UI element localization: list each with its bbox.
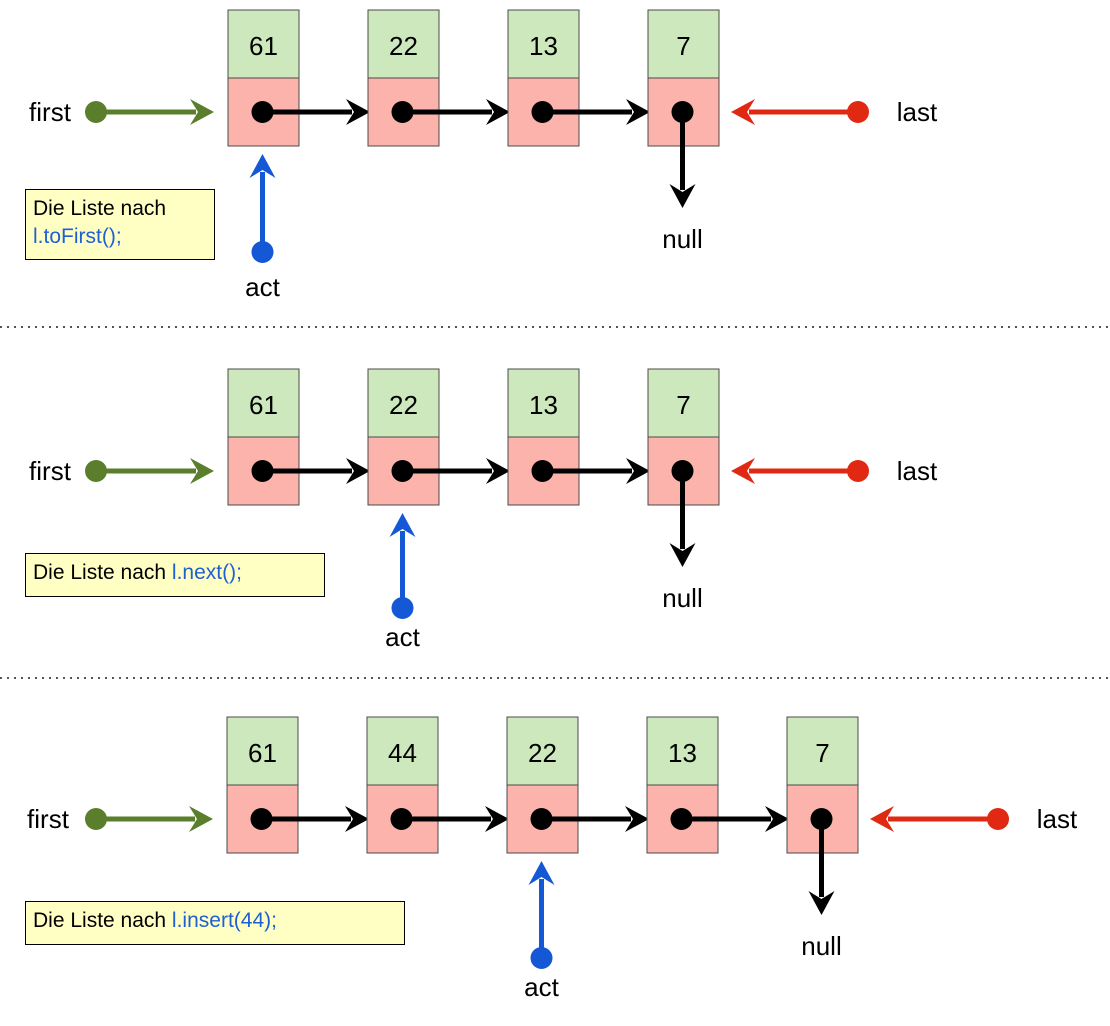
panel-2-first-arrow xyxy=(96,458,214,484)
panel-3-next-dot-2 xyxy=(530,808,553,830)
panel-1-last-arrow xyxy=(731,99,858,125)
panel-3-next-dot-3 xyxy=(670,808,693,830)
panel-1-next-dot-2 xyxy=(531,101,554,123)
panel-3-next-arrow-1 xyxy=(401,806,509,832)
panel-2-null-label: null xyxy=(662,583,702,613)
panel-1-act-arrow xyxy=(249,154,276,252)
note-2-code: l.next(); xyxy=(171,561,242,584)
panel-1-next-arrow-0 xyxy=(262,99,370,125)
panel-3-next-arrow-3 xyxy=(681,806,789,832)
panel-2-next-dot-1 xyxy=(391,460,414,482)
panel-2-next-dot-2 xyxy=(531,460,554,482)
panel-2-act-label: act xyxy=(385,622,420,652)
panel-3-null-arrow xyxy=(808,819,835,915)
note-3-prefix: Die Liste nach xyxy=(33,909,167,932)
panel-1-act-label: act xyxy=(245,272,280,302)
panel-2-null-arrow xyxy=(669,471,696,567)
panel-3-next-arrow-2 xyxy=(541,806,649,832)
panel-3-null-label: null xyxy=(801,931,841,961)
panel-2-first-label: first xyxy=(29,456,72,486)
panel-3-first-arrow xyxy=(96,806,213,832)
panel-3-next-dot-1 xyxy=(390,808,413,830)
panel-3-act-arrow xyxy=(528,861,555,958)
panel-1-null-dot xyxy=(671,101,694,123)
panel-1-node-3-value: 7 xyxy=(676,31,690,61)
panel-2-node-1-value-cell xyxy=(367,368,440,438)
panel-2-node-3-value: 7 xyxy=(676,390,690,420)
panel-3-next-arrow-0 xyxy=(261,806,369,832)
panel-3-first-label: first xyxy=(27,804,70,834)
panel-1-next-dot-1 xyxy=(391,101,414,123)
panel-2-node-0-value-cell xyxy=(227,368,300,438)
panel-1-node-2-value: 13 xyxy=(529,31,558,61)
panel-1-first-label: first xyxy=(29,97,72,127)
panel-2-next-arrow-1 xyxy=(402,458,510,484)
panel-3-null-dot xyxy=(810,808,833,830)
note-3-code: l.insert(44); xyxy=(171,909,277,932)
panel-3-node-4-value-cell xyxy=(786,716,859,786)
panel-1-node-3-value-cell xyxy=(647,9,720,79)
panel-2-node-0-value: 61 xyxy=(249,390,278,420)
panel-3-last-arrow xyxy=(870,806,998,832)
panel-2-node-1-value: 22 xyxy=(389,390,418,420)
panel-1-next-arrow-1 xyxy=(402,99,510,125)
panel-3-node-1-value: 44 xyxy=(388,738,417,768)
panel-2-last-arrow xyxy=(731,458,858,484)
panel-1-null-arrow xyxy=(669,112,696,208)
panel-1-last-label: last xyxy=(897,97,938,127)
panel-2-act-arrow xyxy=(389,513,416,608)
panel-1-null-label: null xyxy=(662,224,702,254)
panel-3-node-0-value-cell xyxy=(226,716,299,786)
panel-1-first-arrow xyxy=(96,99,214,125)
panel-1-node-0-value: 61 xyxy=(249,31,278,61)
panel-3-node-2-value: 22 xyxy=(528,738,557,768)
panel-1-node-0-value-cell xyxy=(227,9,300,79)
panel-2-next-arrow-2 xyxy=(542,458,650,484)
panel-1-node-1-value: 22 xyxy=(389,31,418,61)
panel-1-next-dot-0 xyxy=(251,101,274,123)
panel-3-act-label: act xyxy=(524,972,559,1002)
panel-3-next-dot-0 xyxy=(250,808,273,830)
panel-3-node-4-value: 7 xyxy=(815,738,829,768)
panel-2-next-arrow-0 xyxy=(262,458,370,484)
panel-2-node-2-value: 13 xyxy=(529,390,558,420)
panel-2-null-dot xyxy=(671,460,694,482)
panel-1-node-1-value-cell xyxy=(367,9,440,79)
panel-2-last-label: last xyxy=(897,456,938,486)
panel-1-next-arrow-2 xyxy=(542,99,650,125)
note-1-code: l.toFirst(); xyxy=(33,225,122,248)
panel-2-next-dot-0 xyxy=(251,460,274,482)
panel-3-node-1-value-cell xyxy=(366,716,439,786)
note-box-1: Die Liste nach l.toFirst(); xyxy=(25,189,215,260)
panel-3-last-label: last xyxy=(1037,804,1078,834)
panel-3-node-0-value: 61 xyxy=(248,738,277,768)
panel-3-node-3-value: 13 xyxy=(668,738,697,768)
note-box-2: Die Liste nach l.next(); xyxy=(25,553,325,597)
note-2-prefix: Die Liste nach xyxy=(33,561,167,584)
note-1-prefix: Die Liste nach xyxy=(33,197,167,220)
note-box-3: Die Liste nach l.insert(44); xyxy=(25,901,405,945)
